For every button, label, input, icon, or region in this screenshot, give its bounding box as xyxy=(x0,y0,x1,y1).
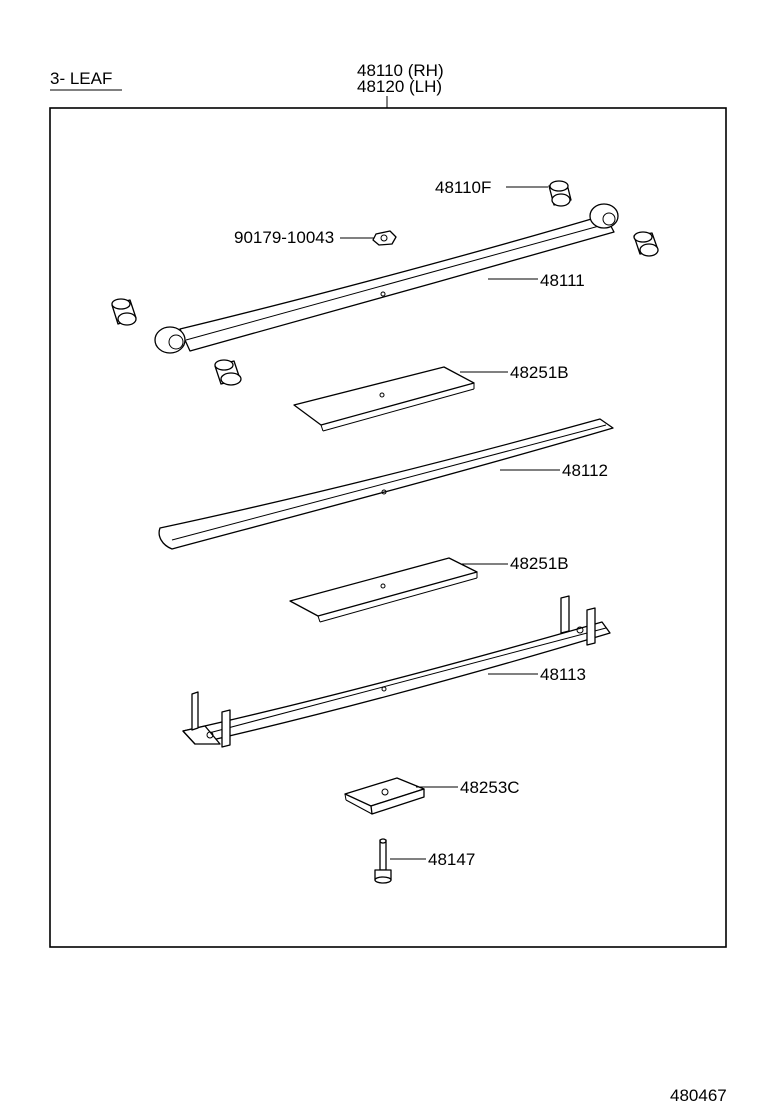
variant-label: 3- LEAF xyxy=(50,69,112,88)
main-leaf-part-number: 48111 xyxy=(540,271,585,290)
spring-pad xyxy=(344,777,425,815)
assembly-label-rh: 48110 (RH) xyxy=(357,61,444,80)
bushing-icon-right xyxy=(633,231,659,257)
diagram-frame xyxy=(49,107,727,948)
bushing-icon-left-upper xyxy=(111,298,137,326)
insert-upper-part-number: 48251B xyxy=(510,363,569,382)
main-leaf-spring xyxy=(154,203,619,354)
second-leaf-spring xyxy=(158,418,614,550)
third-leaf-part-number: 48113 xyxy=(540,665,586,684)
assembly-label-lh: 48120 (LH) xyxy=(357,77,442,96)
center-bolt-icon xyxy=(374,838,392,884)
second-leaf-part-number: 48112 xyxy=(562,461,608,480)
bolt-part-number: 48147 xyxy=(428,850,475,869)
leaf-insert-upper xyxy=(293,366,475,432)
nut-icon xyxy=(372,230,397,246)
third-leaf-spring xyxy=(182,595,611,748)
bushing-icon-left-lower xyxy=(214,359,242,386)
bushing-icon xyxy=(548,180,572,207)
leaf-insert-lower xyxy=(289,557,478,623)
pad-part-number: 48253C xyxy=(460,778,520,797)
bushing-part-number: 48110F xyxy=(435,178,491,197)
illustration-id: 480467 xyxy=(670,1086,727,1105)
nut-part-number: 90179-10043 xyxy=(234,228,334,247)
insert-lower-part-number: 48251B xyxy=(510,554,569,573)
